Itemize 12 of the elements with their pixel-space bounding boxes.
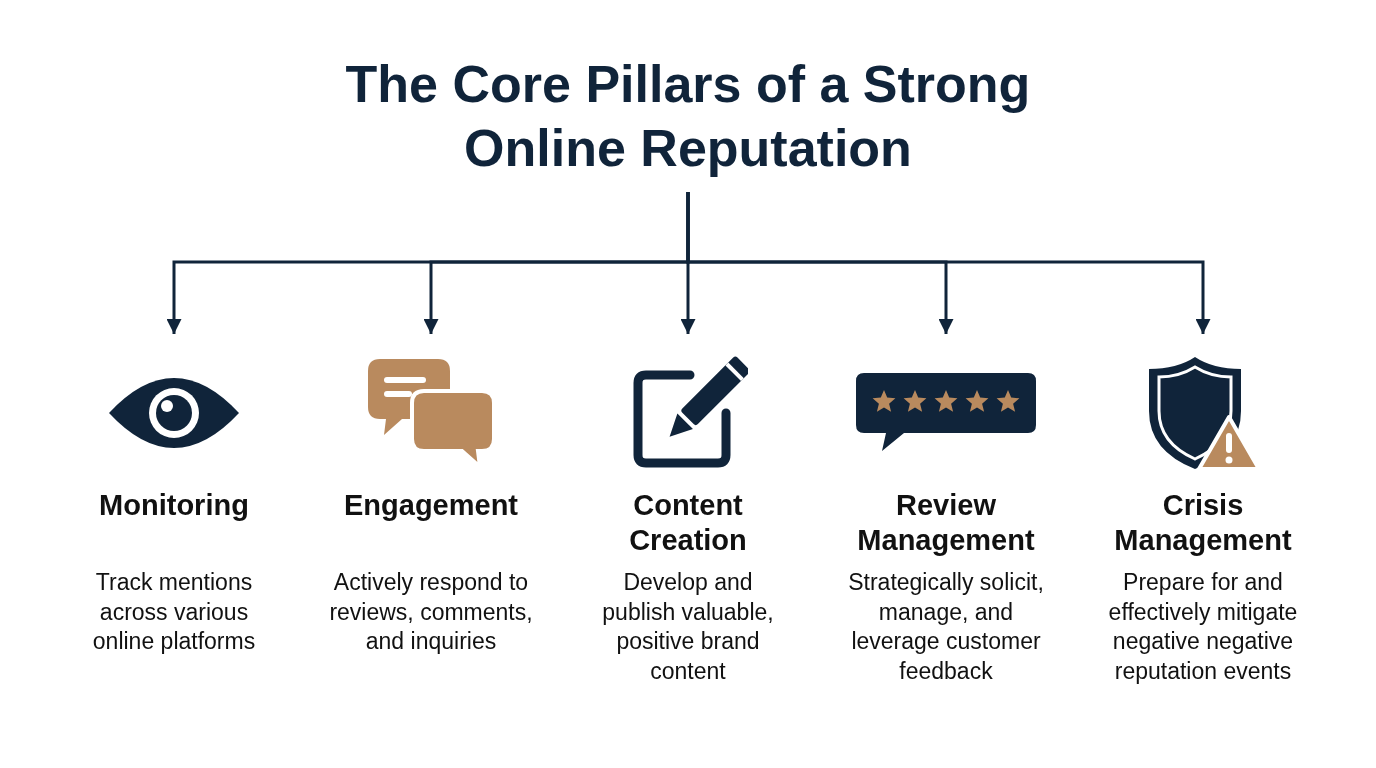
pillar-description: Actively respond to reviews, comments, and inquiries xyxy=(328,568,534,656)
pillar-heading: Engagement xyxy=(344,488,518,523)
pillar-description: Develop and publish valuable, positive brand content xyxy=(601,568,775,686)
pillar-description: Strategically solicit, manage, and leverage customer feedback xyxy=(847,568,1045,686)
arrow xyxy=(686,192,1211,334)
pillar-description: Track mentions across various online platforms xyxy=(91,568,257,656)
pillar-heading: Crisis Management xyxy=(1113,488,1293,558)
pillar-description: Prepare for and effectively mitigate negative negative reputation events xyxy=(1107,568,1299,686)
pillar-heading: Content Creation xyxy=(628,488,748,558)
pillar-heading: Review Management xyxy=(856,488,1036,558)
heading-node-text: The Core Pillars of a Strong Online Reputation xyxy=(344,54,1032,179)
pillar-heading: Monitoring xyxy=(99,488,249,523)
